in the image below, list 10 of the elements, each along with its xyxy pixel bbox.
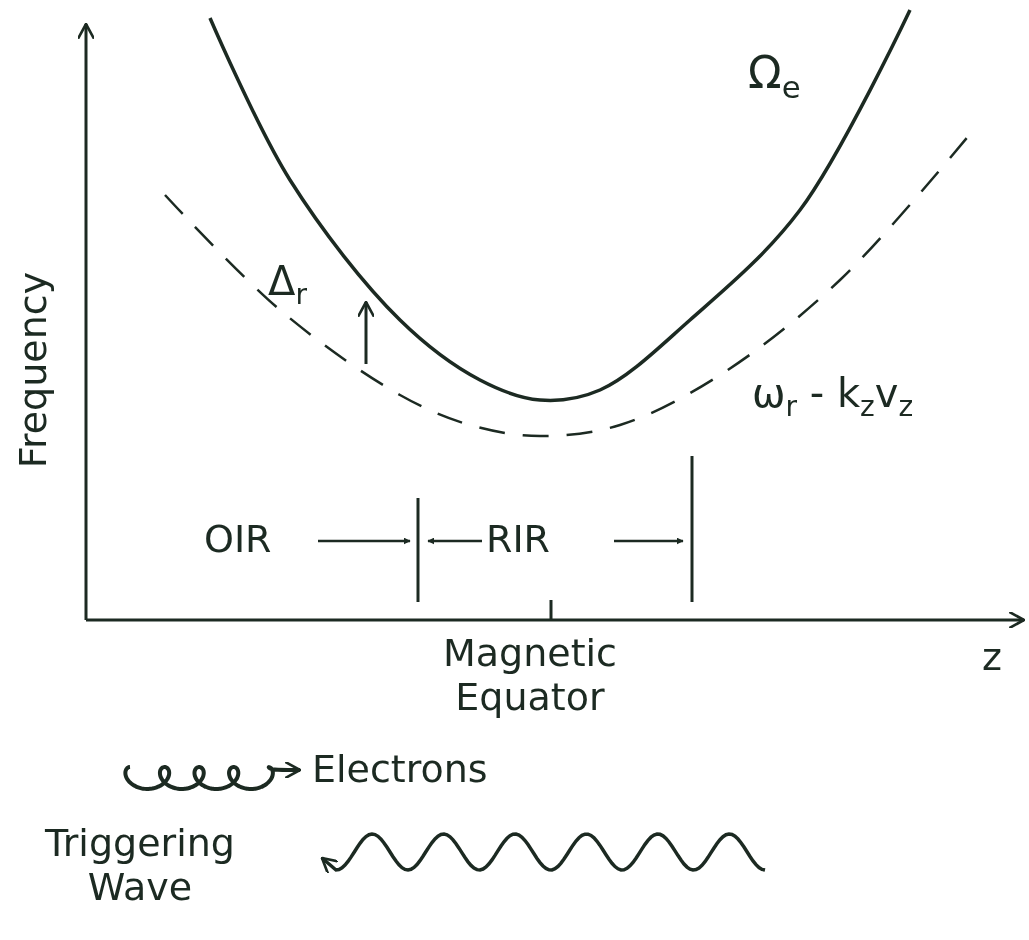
curve-label: ω$_{r}$ - k$_{z}$v$_{z}$ (752, 370, 914, 424)
axis-label: Magnetic Equator (442, 632, 618, 720)
region-label: RIR (486, 518, 550, 562)
axis-label: z (982, 636, 1002, 680)
axis-label: Frequency (12, 271, 56, 469)
curve-label: Ω$_{e}$ (748, 48, 801, 106)
particle-label: Electrons (312, 748, 488, 792)
region-label: OIR (204, 518, 272, 562)
curve-label: Δ$_{r}$ (268, 258, 307, 312)
wave-label: Triggering Wave (44, 822, 236, 910)
